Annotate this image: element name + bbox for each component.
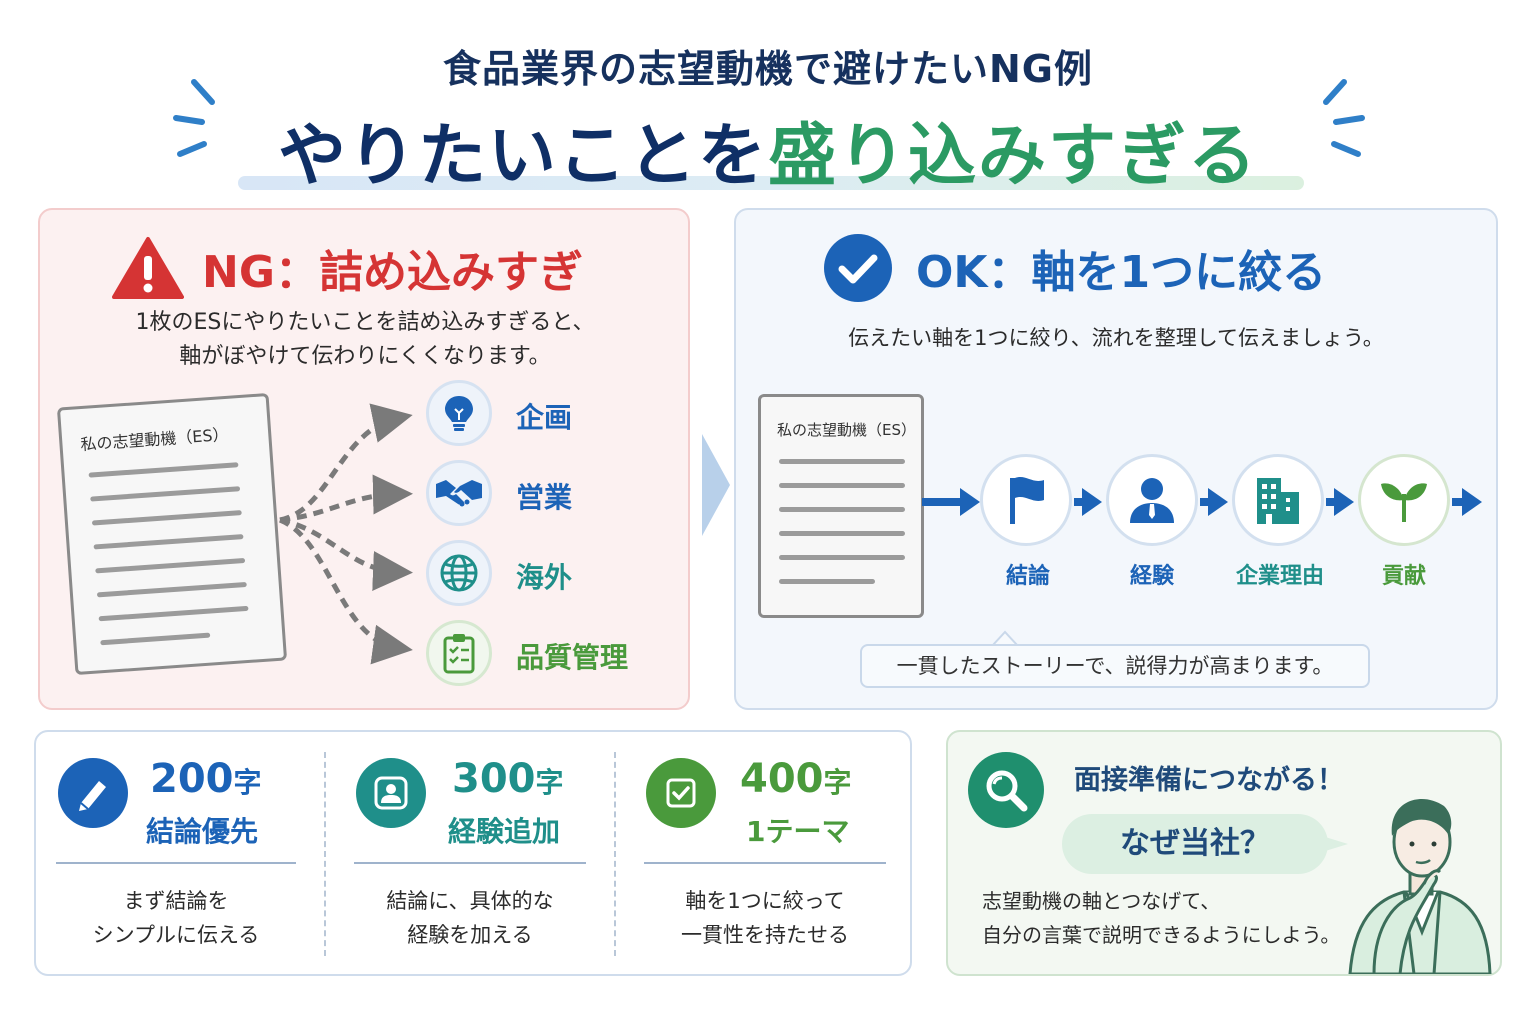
ok-es-document: 私の志望動機（ES） [758, 394, 924, 618]
ok-description: 伝えたい軸を1つに絞り、流れを整理して伝えましょう。 [848, 326, 1384, 350]
plan-description: 結論に、具体的な 経験を加える [386, 889, 554, 947]
category-label: 営業 [516, 481, 573, 514]
ok-doc-title: 私の志望動機（ES） [777, 421, 916, 439]
sparkle-left-icon [173, 79, 215, 157]
interview-description: 志望動機の軸とつなげて、 自分の言葉で説明できるようにしよう。 [982, 889, 1341, 947]
sprout-icon [1381, 483, 1427, 522]
interview-title: 面接準備につながる！ [1074, 765, 1344, 796]
category-icon-sales [426, 460, 492, 526]
user-icon [374, 776, 408, 810]
ng-heading: NG：詰め込みすぎ [112, 236, 583, 300]
person-icon [1130, 478, 1174, 523]
search-icon [986, 770, 1028, 812]
interview-icon [968, 752, 1044, 828]
step-icon-contribution [1358, 454, 1450, 546]
step-label: 企業理由 [1235, 564, 1324, 589]
step-label: 結論 [1005, 564, 1050, 589]
plan-subtitle: 結論優先 [146, 815, 259, 848]
clipboard-icon [443, 634, 475, 674]
category-icon-planning [426, 380, 492, 446]
lightbulb-icon [445, 396, 473, 431]
plan-rule [56, 862, 296, 864]
thinking-person-illustration [1348, 798, 1492, 974]
step-label: 貢献 [1381, 564, 1426, 589]
ng-es-document: 私の志望動機（ES） [56, 392, 288, 676]
flow-arrows [922, 488, 1482, 516]
callout-pointer [990, 630, 1020, 646]
step-label: 経験 [1129, 564, 1174, 589]
plan-icon-200 [58, 758, 128, 828]
plan-icon-400 [646, 758, 716, 828]
speech-bubble: なぜ当社？ [1062, 814, 1328, 874]
step-icon-conclusion [980, 454, 1072, 546]
step-icon-company [1232, 454, 1324, 546]
building-icon [1257, 478, 1299, 524]
divider [614, 752, 616, 956]
plan-description: 軸を1つに絞って 一貫性を持たせる [681, 889, 849, 947]
category-icon-quality [426, 620, 492, 686]
bubble-tail [1322, 836, 1348, 852]
step-icon-experience [1106, 454, 1198, 546]
ng-heading-text: NG：詰め込みすぎ [202, 247, 583, 298]
category-label: 品質管理 [516, 641, 629, 674]
divider [324, 752, 326, 956]
scatter-arrows [278, 403, 413, 665]
flag-icon [1010, 477, 1044, 524]
warning-icon [112, 237, 184, 299]
plan-subtitle: 経験追加 [448, 815, 561, 848]
title-part2: 盛り込みすぎる [768, 117, 1259, 196]
title-part1: やりたいことを [277, 117, 768, 196]
pencil-icon [79, 781, 106, 811]
handshake-icon [436, 480, 482, 507]
plan-icon-300 [356, 758, 426, 828]
plan-rule [644, 862, 886, 864]
category-label: 海外 [516, 561, 573, 594]
check-circle-icon [824, 234, 892, 302]
chevron-right-icon [702, 434, 730, 536]
category-label: 企画 [516, 401, 573, 434]
category-icon-overseas [426, 540, 492, 606]
ok-heading-text: OK：軸を1つに絞る [916, 247, 1327, 298]
ng-doc-title: 私の志望動機（ES） [79, 424, 230, 455]
story-callout: 一貫したストーリーで、説得力が高まります。 [860, 644, 1370, 688]
globe-icon [440, 554, 478, 592]
char-count-panel [34, 730, 912, 976]
plan-rule [354, 862, 586, 864]
checkbox-icon [666, 778, 696, 808]
plan-count-300: 300字 [452, 756, 564, 802]
plan-subtitle: 1テーマ [746, 815, 850, 848]
page-subtitle: 食品業界の志望動機で避けたいNG例 [443, 47, 1093, 91]
plan-count-200: 200字 [150, 756, 262, 802]
ng-desc-line1: 1枚のESにやりたいことを詰め込みすぎると、 [135, 310, 595, 335]
ng-desc-line2: 軸がぼやけて伝わりにくくなります。 [179, 344, 551, 369]
ng-description: 1枚のESにやりたいことを詰め込みすぎると、 軸がぼやけて伝わりにくくなります。 [40, 306, 690, 374]
plan-description: まず結論を シンプルに伝える [92, 889, 260, 947]
ok-heading: OK：軸を1つに絞る [822, 234, 1327, 302]
sparkle-right-icon [1323, 79, 1365, 157]
page-title: やりたいことを盛り込みすぎる [0, 100, 1536, 199]
title-underline [238, 176, 1304, 190]
plan-count-400: 400字 [740, 756, 852, 802]
